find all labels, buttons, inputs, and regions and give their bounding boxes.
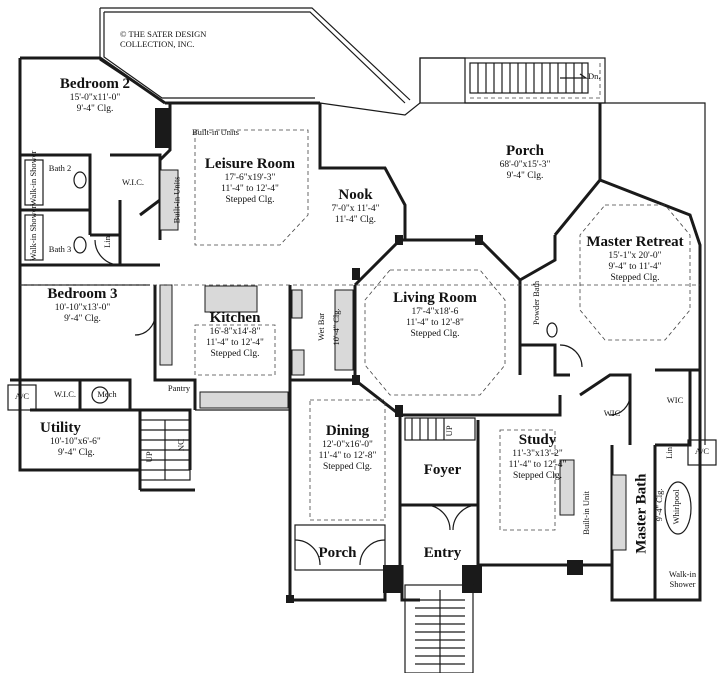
label-lin-left: Lin. — [102, 233, 113, 248]
room-ceiling: 9'-4" Clg. — [506, 171, 544, 182]
room-ceiling: 11'-4" to 12'-4" — [508, 460, 567, 471]
room-dims: 15'-1"x 20'-0" — [608, 251, 662, 262]
master-bath-ceiling: 9'-4" Clg. — [654, 488, 665, 522]
structural-columns — [155, 108, 583, 603]
room-leisure: Leisure Room 17'-6"x19'-3" 11'-4" to 12'… — [190, 156, 310, 206]
room-ceiling: 9'-4" to 11'-4" — [608, 262, 662, 273]
room-name: Living Room — [393, 290, 477, 306]
foyer-stairs — [404, 417, 476, 441]
room-ceiling-note: Stepped Clg. — [610, 273, 660, 284]
ac-units — [7, 384, 717, 466]
room-dining: Dining 12'-0"x16'-0" 11'-4" to 12'-8" St… — [300, 423, 395, 473]
copyright-text: © THE SATER DESIGN COLLECTION, INC. — [120, 29, 207, 50]
built-in-cabinets — [159, 169, 627, 551]
room-ceiling: 11'-4" to 12'-4" — [221, 184, 279, 195]
room-master-bath: Master Bath — [633, 473, 650, 554]
label-pantry: Pantry — [167, 383, 191, 393]
room-ceiling-note: Stepped Clg. — [512, 471, 563, 482]
label-up-foyer: UP — [444, 425, 455, 437]
room-study: Study 11'-3"x13'-2" 11'-4" to 12'-4" Ste… — [490, 432, 585, 482]
room-ceiling: 9'-4" Clg. — [64, 314, 101, 325]
room-name: Leisure Room — [204, 156, 296, 172]
label-whirlpool: Whirlpool — [671, 489, 682, 525]
label-lin-right: Lin. — [664, 444, 675, 459]
room-dims: 16'-8"x14'-8" — [209, 327, 261, 338]
room-name: Nook — [338, 187, 373, 203]
room-name: Study — [518, 432, 557, 448]
label-dn-porch: Dn. — [588, 71, 601, 81]
label-mech: Mech — [97, 389, 117, 399]
room-dims: 17'-6"x19'-3" — [224, 173, 276, 184]
room-porch-front: Porch — [318, 545, 357, 561]
room-name: Kitchen — [209, 310, 261, 326]
label-walkin-shower-a: Walk-in Shower — [28, 150, 39, 206]
copyright-line1: THE SATER DESIGN — [128, 29, 207, 39]
label-wet-bar-clg: 10'-4" Clg. — [331, 308, 342, 346]
label-up-left: UP — [144, 451, 155, 463]
label-walkin-shower-b: Walk-in Shower — [28, 205, 39, 261]
room-ceiling: 11'-4" to 12'-4" — [206, 338, 264, 349]
room-dims: 10'-10"x13'-0" — [54, 303, 111, 314]
room-kitchen: Kitchen 16'-8"x14'-8" 11'-4" to 12'-4" S… — [180, 310, 290, 360]
room-name: Porch — [505, 143, 545, 159]
label-ac-right: A/C — [694, 446, 710, 456]
room-dims: 7'-0"x 11'-4" — [331, 204, 380, 215]
door-swings — [94, 239, 631, 566]
copyright-symbol: © — [120, 29, 127, 39]
rear-porch-stairs — [469, 62, 589, 94]
room-living: Living Room 17'-4"x18'-6 11'-4" to 12'-8… — [380, 290, 490, 340]
ceiling-outlines — [20, 129, 700, 531]
label-wic-master-1: WIC — [603, 408, 621, 418]
room-entry: Entry — [423, 545, 462, 561]
label-builtin-units-top: Built-in Units — [192, 127, 239, 137]
label-wet-bar: Wet Bar — [316, 312, 327, 341]
room-porch-rear: Porch 68'-0"x15'-3" 9'-4" Clg. — [470, 143, 580, 182]
room-ceiling: 11'-4" to 12'-8" — [406, 318, 464, 329]
room-ceiling-note: Stepped Clg. — [225, 195, 275, 206]
label-powder-bath: Powder Bath — [531, 280, 542, 325]
whirlpool-tub — [664, 481, 692, 535]
bath-fixtures — [24, 159, 558, 404]
front-porch — [294, 524, 474, 673]
room-bedroom-2: Bedroom 2 15'-0"x11'-0" 9'-4" Clg. — [30, 76, 160, 115]
label-wic-left: W.I.C. — [53, 389, 77, 399]
room-name: Dining — [325, 423, 370, 439]
room-ceiling: 9'-4" Clg. — [76, 104, 114, 115]
room-ceiling: 11'-4" to 12'-8" — [318, 451, 377, 462]
copyright-line2: COLLECTION, INC. — [120, 38, 195, 49]
label-builtin-units-side: Built-in Units — [171, 176, 182, 224]
room-ceiling-note: Stepped Clg. — [210, 349, 260, 360]
room-master-retreat: Master Retreat 15'-1"x 20'-0" 9'-4" to 1… — [570, 234, 700, 284]
label-bath-2: Bath 2 — [48, 163, 72, 173]
room-bedroom-3: Bedroom 3 10'-10"x13'-0" 9'-4" Clg. — [25, 286, 140, 325]
room-foyer: Foyer — [423, 462, 462, 478]
label-bath-3: Bath 3 — [48, 244, 72, 254]
label-wic-master-2: WIC — [666, 395, 684, 405]
room-ceiling: 9'-4" Clg. — [58, 448, 95, 459]
room-nook: Nook 7'-0"x 11'-4" 11'-4" Clg. — [318, 187, 393, 226]
label-ac-left: A/C — [14, 391, 30, 401]
label-dn-left: DN — [175, 438, 186, 452]
room-dims: 68'-0"x15'-3" — [499, 160, 551, 171]
label-builtin-unit-study: Built-in Unit — [581, 491, 592, 535]
room-ceiling-note: Stepped Clg. — [410, 329, 460, 340]
room-name: Bedroom 2 — [59, 76, 131, 92]
room-dims: 11'-3"x13'-2" — [512, 449, 563, 460]
room-utility: Utility 10'-10"x6'-6" 9'-4" Clg. — [40, 420, 135, 459]
room-name: Master Retreat — [586, 234, 684, 250]
room-dims: 17'-4"x18'-6 — [411, 307, 459, 318]
room-name: Bedroom 3 — [47, 286, 118, 302]
utility-stairs — [139, 419, 191, 481]
label-wic-top: W.I.C. — [121, 177, 145, 187]
room-dims: 12'-0"x16'-0" — [322, 440, 373, 451]
room-ceiling-note: Stepped Clg. — [322, 462, 373, 473]
room-dims: 10'-10"x6'-6" — [50, 437, 101, 448]
label-walkin-shower-master: Walk-in Shower — [668, 569, 697, 589]
room-dims: 15'-0"x11'-0" — [69, 93, 121, 104]
room-ceiling: 11'-4" Clg. — [334, 215, 377, 226]
room-name: Utility — [40, 420, 81, 436]
